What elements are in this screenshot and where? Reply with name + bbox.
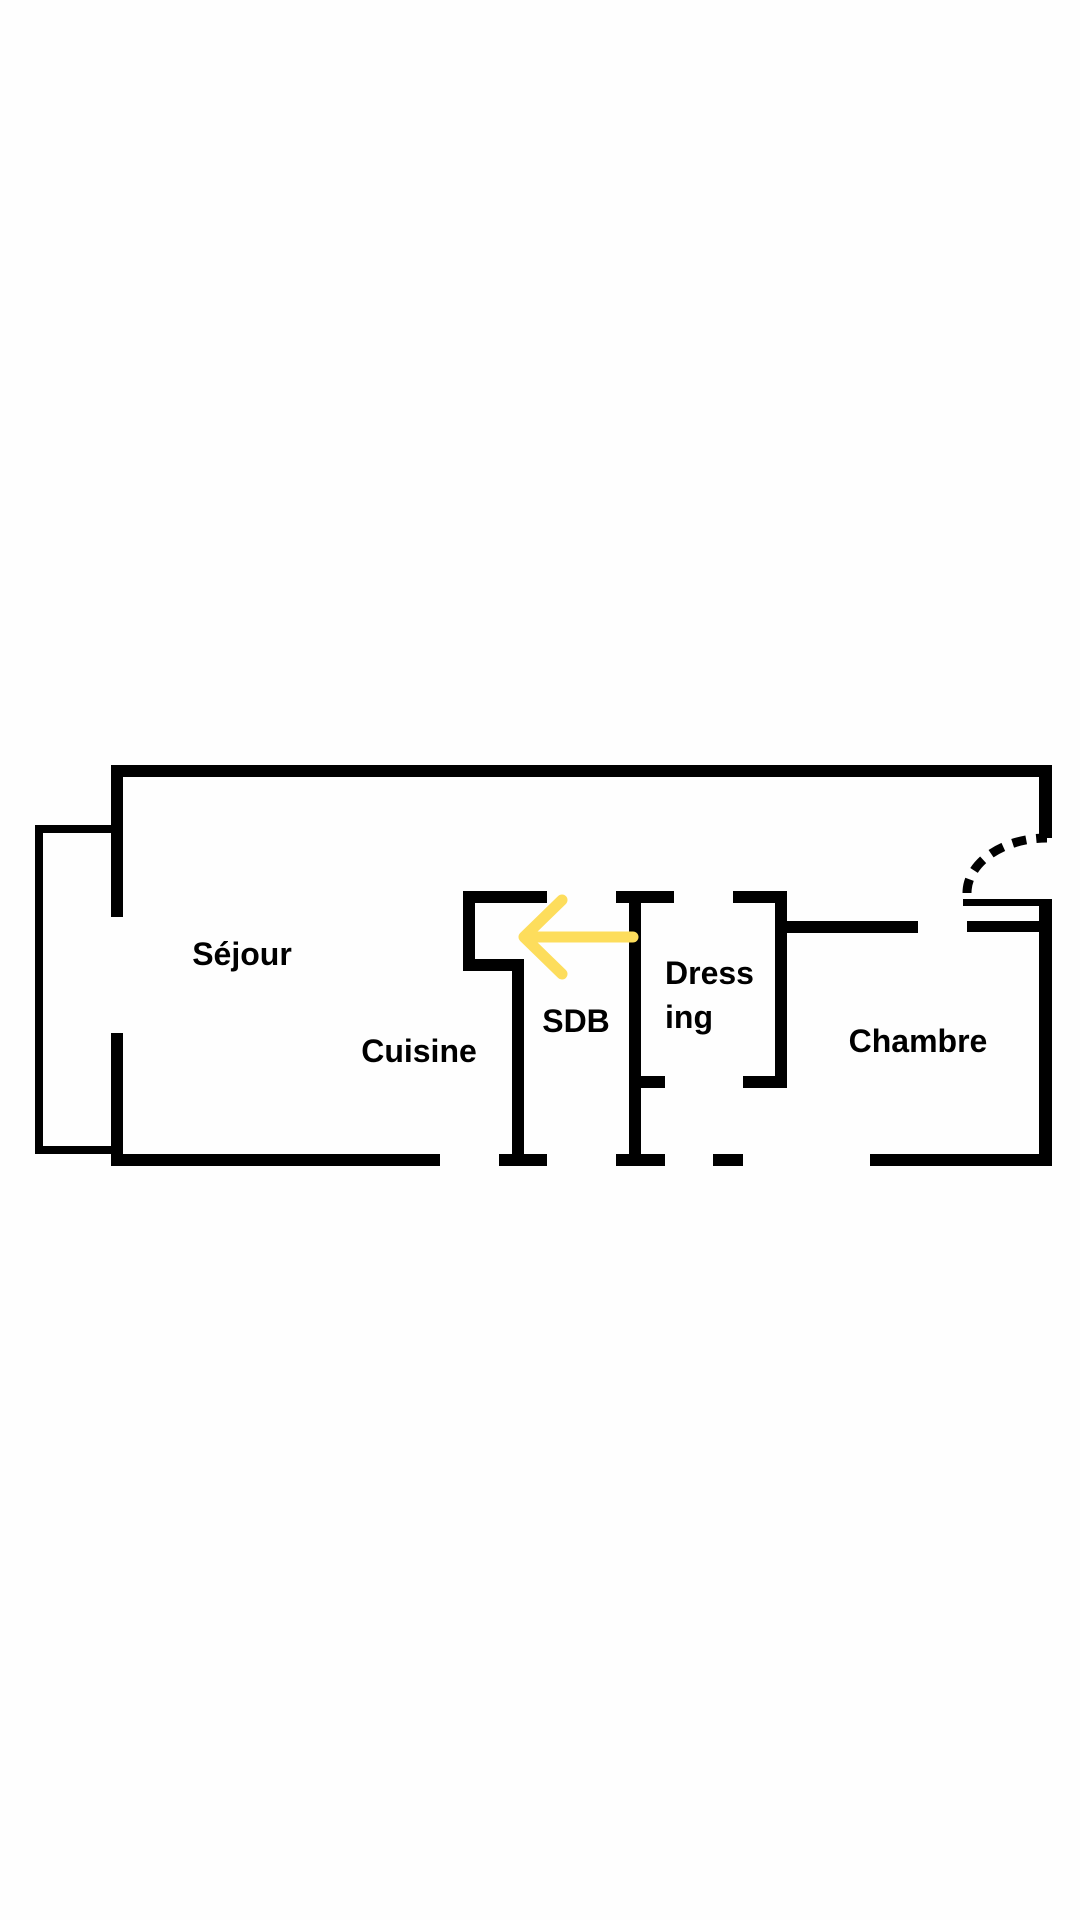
sdb-dressing-wall <box>629 891 641 1166</box>
walls <box>111 765 1052 1166</box>
entrance-line <box>963 899 1052 906</box>
outer-top-wall <box>111 765 1052 777</box>
dressing-top-left-wall <box>616 891 674 903</box>
arrow-left-icon <box>518 894 639 980</box>
dressing-stub <box>641 1076 665 1088</box>
sdb-step-wall <box>463 959 524 971</box>
balcony-outline <box>35 825 111 1154</box>
dressing-top-right-wall <box>733 891 787 903</box>
right-wall-lower <box>1039 900 1052 1166</box>
entrance-line <box>967 921 1052 932</box>
dressing-bottom-stub <box>743 1076 787 1088</box>
left-wall-lower <box>111 1033 123 1166</box>
cuisine-sdb-wall <box>512 959 524 1166</box>
left-wall-upper <box>111 765 123 917</box>
right-wall-upper <box>1039 765 1052 838</box>
room-label-sdb: SDB <box>542 1003 610 1039</box>
dressing-right-wall <box>775 891 787 1088</box>
room-label-sejour: Séjour <box>192 936 292 972</box>
door-swing-arc <box>962 833 1048 894</box>
room-label-dressing-line2: ing <box>665 999 713 1035</box>
room-label-dressing-line1: Dress <box>665 955 754 991</box>
room-label-chambre: Chambre <box>849 1023 988 1059</box>
chambre-top-wall <box>781 921 918 933</box>
sdb-top-wall <box>463 891 547 903</box>
room-label-cuisine: Cuisine <box>361 1033 477 1069</box>
sdb-left-wall <box>463 891 475 971</box>
bottom-wall-segment <box>870 1154 1052 1166</box>
bottom-wall-segment <box>713 1154 743 1166</box>
bottom-wall-segment <box>111 1154 440 1166</box>
